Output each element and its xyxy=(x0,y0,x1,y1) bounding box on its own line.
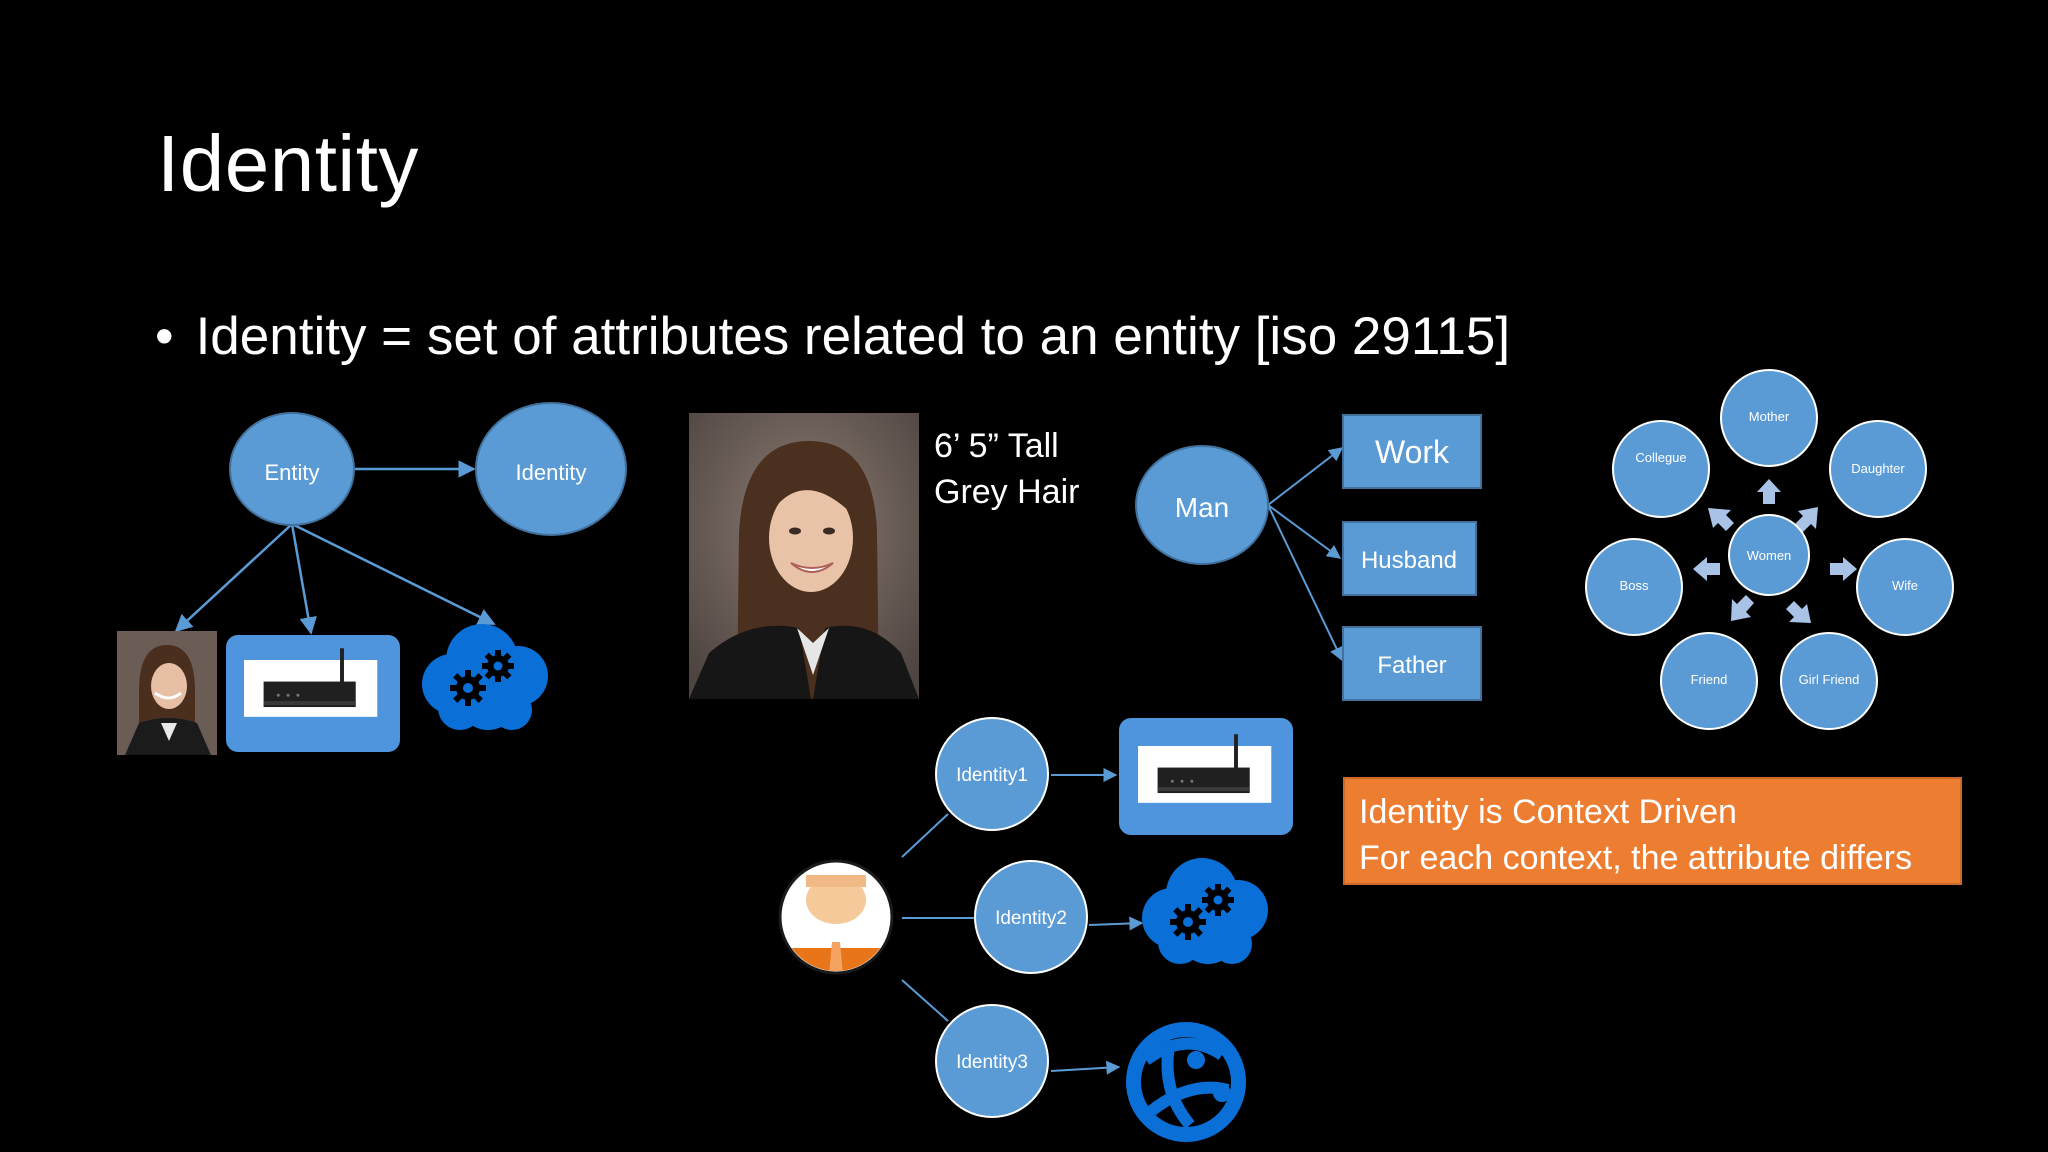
identity1-label: Identity1 xyxy=(956,765,1028,786)
role-box-father xyxy=(1342,626,1482,701)
globe-network-icon xyxy=(1126,1022,1246,1142)
roles-diagram: Man Work Husband Father xyxy=(1135,414,1482,701)
identity1-node xyxy=(935,717,1049,831)
identities-diagram: Identity1 Identity2 Identity3 xyxy=(778,717,1293,1142)
relation-label-wife: Wife xyxy=(1892,578,1918,593)
entity-to-service-arrow xyxy=(291,522,496,626)
role-box-work-label: Work xyxy=(1375,434,1450,470)
context-callout: Identity is Context Driven For each cont… xyxy=(1343,777,1962,885)
relation-label-boss: Boss xyxy=(1620,578,1649,593)
user-to-identity3-line xyxy=(901,979,949,1022)
slide-title: Identity xyxy=(157,119,419,208)
person-photo-small-image xyxy=(117,631,217,755)
arrow-down-left-icon xyxy=(1731,595,1754,621)
relation-node-women xyxy=(1728,514,1810,596)
entity-to-person-arrow xyxy=(174,523,293,633)
person-photo-small xyxy=(117,631,217,755)
relation-node-girl-friend xyxy=(1780,632,1878,730)
attribute-hair: Grey Hair xyxy=(934,473,1080,511)
user-avatar-icon xyxy=(778,859,894,975)
bullet-dot-icon: • xyxy=(155,307,174,366)
entity-to-device-arrow xyxy=(290,523,317,635)
relation-node-collegue xyxy=(1612,420,1710,518)
entity-node xyxy=(229,412,355,526)
relation-node-friend xyxy=(1660,632,1758,730)
gear-cloud-icon-2 xyxy=(1142,858,1268,964)
role-box-father-label: Father xyxy=(1377,652,1446,679)
man-to-husband-arrow xyxy=(1267,504,1342,559)
arrow-down-right-icon xyxy=(1786,601,1811,623)
man-to-father-arrow xyxy=(1267,504,1343,662)
arrow-up-left-icon xyxy=(1708,508,1734,531)
gear-cloud-icon xyxy=(422,624,548,730)
arrow-up-icon xyxy=(1757,479,1781,504)
callout-line-1: Identity is Context Driven xyxy=(1359,793,1737,831)
bullet-point: • Identity = set of attributes related to… xyxy=(155,306,1510,367)
identity-node xyxy=(475,402,627,536)
relation-label-women: Women xyxy=(1747,548,1792,563)
entity-diagram: Entity Identity xyxy=(174,402,627,752)
identity2-label: Identity2 xyxy=(995,908,1067,929)
relation-label-collegue: Collegue xyxy=(1635,450,1686,465)
bullet-text: Identity = set of attributes related to … xyxy=(195,307,1511,366)
arrow-right-icon xyxy=(1830,557,1857,581)
man-to-work-arrow xyxy=(1267,447,1344,506)
identity3-to-web-arrow xyxy=(1050,1060,1121,1075)
role-box-husband-label: Husband xyxy=(1361,547,1457,574)
identity2-node xyxy=(974,860,1088,974)
man-node-label: Man xyxy=(1175,492,1229,523)
user-to-identity1-line xyxy=(901,813,949,858)
attribute-height: 6’ 5” Tall xyxy=(934,427,1059,465)
relation-label-mother: Mother xyxy=(1749,409,1790,424)
person-photo-large-image xyxy=(689,413,919,699)
identity2-to-service-arrow xyxy=(1088,916,1144,931)
role-box-husband xyxy=(1342,521,1477,596)
relation-label-girl-friend: Girl Friend xyxy=(1799,672,1860,687)
arrow-up-right-icon xyxy=(1794,507,1818,533)
identity3-label: Identity3 xyxy=(956,1052,1028,1073)
entity-node-label: Entity xyxy=(264,460,319,485)
identity3-node xyxy=(935,1004,1049,1118)
person-photo-large xyxy=(689,413,919,699)
arrow-left-icon xyxy=(1693,557,1720,581)
role-box-work xyxy=(1342,414,1482,489)
relation-node-boss xyxy=(1585,538,1683,636)
callout-line-2: For each context, the attribute differs xyxy=(1359,839,1913,877)
relation-node-mother xyxy=(1720,369,1818,467)
man-node xyxy=(1135,445,1269,565)
identity-node-label: Identity xyxy=(516,460,587,485)
relations-diagram: Women Mother Daughter Wife Girl Friend F… xyxy=(1585,369,1954,730)
relation-node-wife xyxy=(1856,538,1954,636)
relation-label-daughter: Daughter xyxy=(1851,461,1905,476)
relation-label-friend: Friend xyxy=(1691,672,1728,687)
relation-node-daughter xyxy=(1829,420,1927,518)
